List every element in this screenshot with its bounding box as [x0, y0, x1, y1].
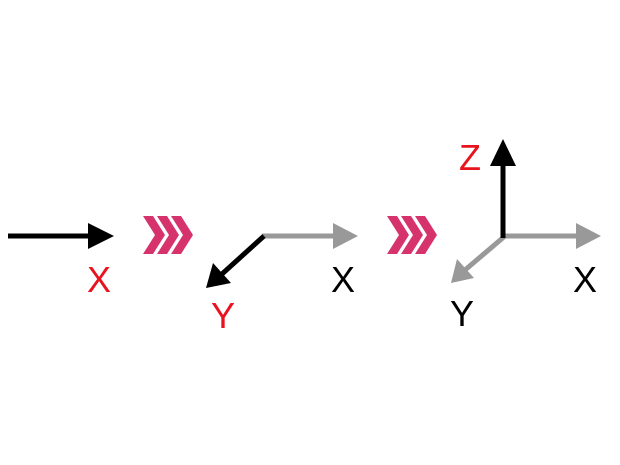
step-3-x-label: X	[573, 259, 597, 300]
transition-chevrons-1	[143, 216, 193, 254]
step-3-y-arrow-shaft	[463, 234, 507, 272]
chevron-triple-right-icon	[387, 216, 409, 254]
chevron-triple-right-icon	[401, 216, 423, 254]
step-2-x-arrow-head	[333, 223, 358, 249]
step-3-z-label: Z	[459, 137, 481, 178]
step-2-axes: X Y	[206, 223, 358, 336]
step-2-y-label: Y	[211, 295, 235, 336]
chevron-triple-right-icon	[415, 216, 437, 254]
step-1-x-arrow-head	[88, 223, 114, 249]
step-3-x-arrow-head	[576, 223, 601, 249]
step-3-y-arrow-head	[451, 259, 474, 283]
step-3-y-label: Y	[450, 293, 474, 334]
step-2-y-arrow-head	[206, 263, 231, 288]
step-2-y-arrow-shaft	[220, 234, 266, 276]
step-3-axes: X Y Z	[450, 137, 601, 334]
transition-chevrons-2	[387, 216, 437, 254]
chevron-triple-right-icon	[157, 216, 179, 254]
chevron-triple-right-icon	[171, 216, 193, 254]
chevron-triple-right-icon	[143, 216, 165, 254]
step-1-x-label: X	[87, 259, 111, 300]
step-3-z-arrow-head	[490, 139, 516, 166]
step-2-x-label: X	[331, 259, 355, 300]
step-1-x-axis: X	[8, 223, 114, 300]
